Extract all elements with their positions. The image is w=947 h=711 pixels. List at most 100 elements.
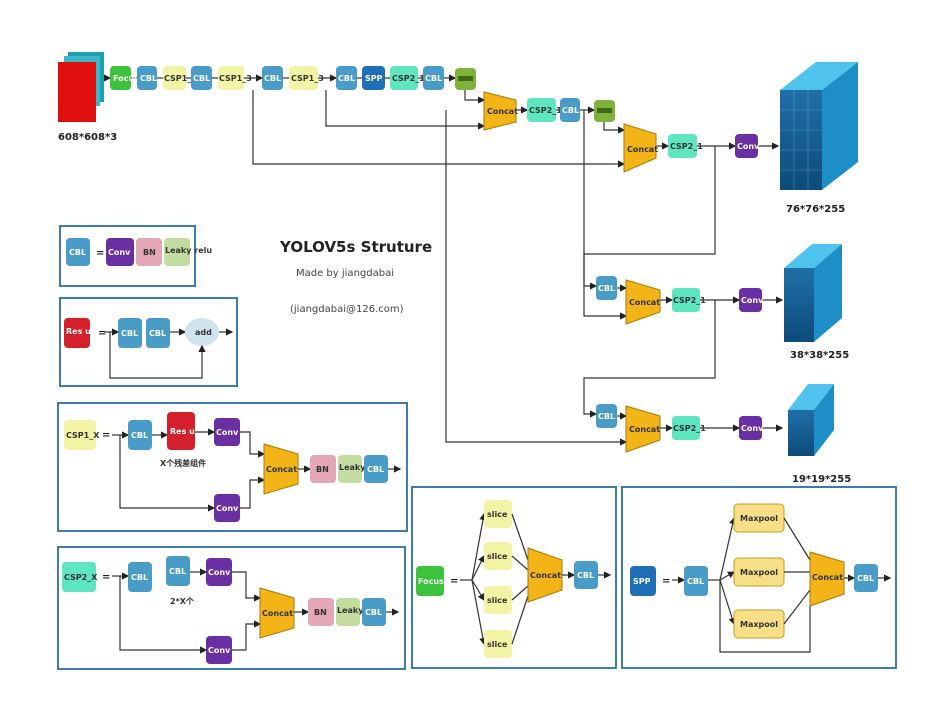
diagram-shape [206, 558, 232, 586]
diagram-shape [458, 76, 473, 81]
labels-cbl-label: CBL [857, 574, 874, 583]
labels-leaky-label: Leaky relu [165, 246, 212, 255]
diagram-shape [146, 318, 170, 348]
cbl-block [423, 66, 444, 90]
diagram-shape [484, 500, 512, 528]
labels-csp2-1-label: CSP2_1 [529, 106, 562, 115]
out3-size-label: 19*19*255 [792, 474, 851, 485]
diagram-shape [411, 486, 617, 669]
output-cube-large: 76*76*255 [780, 62, 858, 215]
diagram-shape [66, 238, 90, 266]
legend-cbl: CBL = Conv BN Leaky relu [59, 225, 212, 287]
diagram-shape [206, 636, 232, 664]
labels-conv-label: Conv [741, 424, 764, 433]
input-image: 608*608*3 [58, 52, 117, 143]
labels-focus-label: Focus [113, 74, 139, 83]
spp-block [362, 66, 385, 90]
labels-cbl-label: CBL [425, 74, 442, 83]
labels-equals-label: = [102, 572, 110, 583]
labels-leaky-label: Leaky relu [339, 463, 386, 472]
labels-slice-label: slice [487, 596, 508, 605]
labels-conv-label: Conv [216, 504, 239, 513]
labels-cbl-label: CBL [687, 577, 704, 586]
diagram-shape [166, 556, 190, 586]
diagram-shape [64, 420, 96, 450]
diagram-shape [780, 90, 822, 190]
diagram-shape [338, 455, 362, 483]
diagram-shape [185, 318, 219, 346]
diagram-shape [310, 455, 336, 483]
csp1-3-block [218, 66, 244, 90]
diagram-title: YOLOV5s Struture [279, 238, 432, 256]
diagram-shape [59, 297, 238, 387]
diagram-shape [263, 443, 299, 495]
labels-cbl-label: CBL [140, 74, 157, 83]
diagram-shape [822, 62, 858, 190]
diagram-shape [621, 486, 897, 669]
author-line: Made by jiangdabai [296, 268, 394, 279]
concat-block [483, 91, 517, 131]
labels-cbl-label: CBL [598, 284, 615, 293]
diagram-shape [809, 551, 845, 607]
conv-block [739, 288, 762, 312]
labels-slice-label: slice [487, 510, 508, 519]
labels-equals-label: = [450, 576, 458, 587]
diagram-shape [128, 562, 152, 592]
diagram-shape [527, 547, 563, 603]
diagram-shape [58, 62, 96, 122]
focus-block [110, 66, 131, 90]
labels-equals-label: = [662, 576, 670, 587]
labels-concat-label: Concat [530, 571, 561, 580]
email-line: (jiangdabai@126.com) [290, 304, 404, 315]
legend-spp: SPP = CBL Maxpool Maxpool Maxpool Concat… [621, 486, 897, 669]
labels-equals-label: = [98, 328, 106, 339]
labels-cbl-label: CBL [264, 74, 281, 83]
labels-csp1-3-label: CSP1_3 [219, 74, 252, 83]
cbl-block [596, 404, 617, 428]
input-size-label: 608*608*3 [58, 132, 117, 143]
diagram-shape [784, 268, 814, 342]
labels-csp1-3-label: CSP1_3 [291, 74, 324, 83]
diagram-shape [259, 587, 295, 639]
diagram-shape [574, 561, 598, 589]
labels-concat-label: Concat [629, 298, 660, 307]
csp2-1-block [668, 134, 697, 158]
labels-cbl-label: CBL [131, 431, 148, 440]
labels-cbl-label: CBL [598, 412, 615, 421]
labels-focus-label: Focus [418, 577, 444, 586]
diagram-shape [57, 402, 408, 532]
diagram-shape [780, 62, 858, 90]
diagram-shape [336, 598, 360, 626]
output-cube-medium: 38*38*255 [784, 244, 849, 361]
labels-conv-label: Conv [737, 142, 760, 151]
legend-res-unit: Res unit = CBL CBL add [59, 297, 238, 387]
labels-spp-label: SPP [633, 577, 651, 586]
labels-concat-label: Concat [262, 609, 293, 618]
legend-focus: Focus = slice slice slice slice Concat C… [411, 486, 617, 669]
neck: Concat CSP2_1 CBL Concat CSP2_1 Conv CBL… [483, 91, 764, 453]
labels-cbl-label: CBL [193, 74, 210, 83]
labels-concat-label: Concat [487, 107, 518, 116]
labels-equals-label: = [96, 248, 104, 259]
diagram-shape [684, 566, 708, 596]
csp2-1-block [672, 288, 700, 312]
labels-concat-label: Concat [812, 573, 843, 582]
diagram-shape [128, 420, 152, 450]
csp1-3-block [289, 66, 318, 90]
labels-cbl-label: CBL [169, 567, 186, 576]
diagram-shape [59, 225, 196, 287]
conv-block [739, 416, 762, 440]
labels-csp2-1-label: CSP2_1 [673, 424, 706, 433]
labels-bn-label: BN [314, 608, 327, 617]
labels-two-x-label: 2*X个 [170, 596, 195, 606]
diagram-shape [416, 566, 444, 596]
diagram-shape [364, 455, 388, 483]
flow-lines [104, 74, 784, 446]
diagram-shape [484, 542, 512, 570]
concat-block [625, 279, 661, 325]
diagram-shape [630, 566, 656, 596]
labels-cbl-label: CBL [365, 608, 382, 617]
labels-conv-label: Conv [208, 568, 231, 577]
cbl-block [262, 66, 283, 90]
labels-csp2-1-label: CSP2_1 [392, 74, 425, 83]
